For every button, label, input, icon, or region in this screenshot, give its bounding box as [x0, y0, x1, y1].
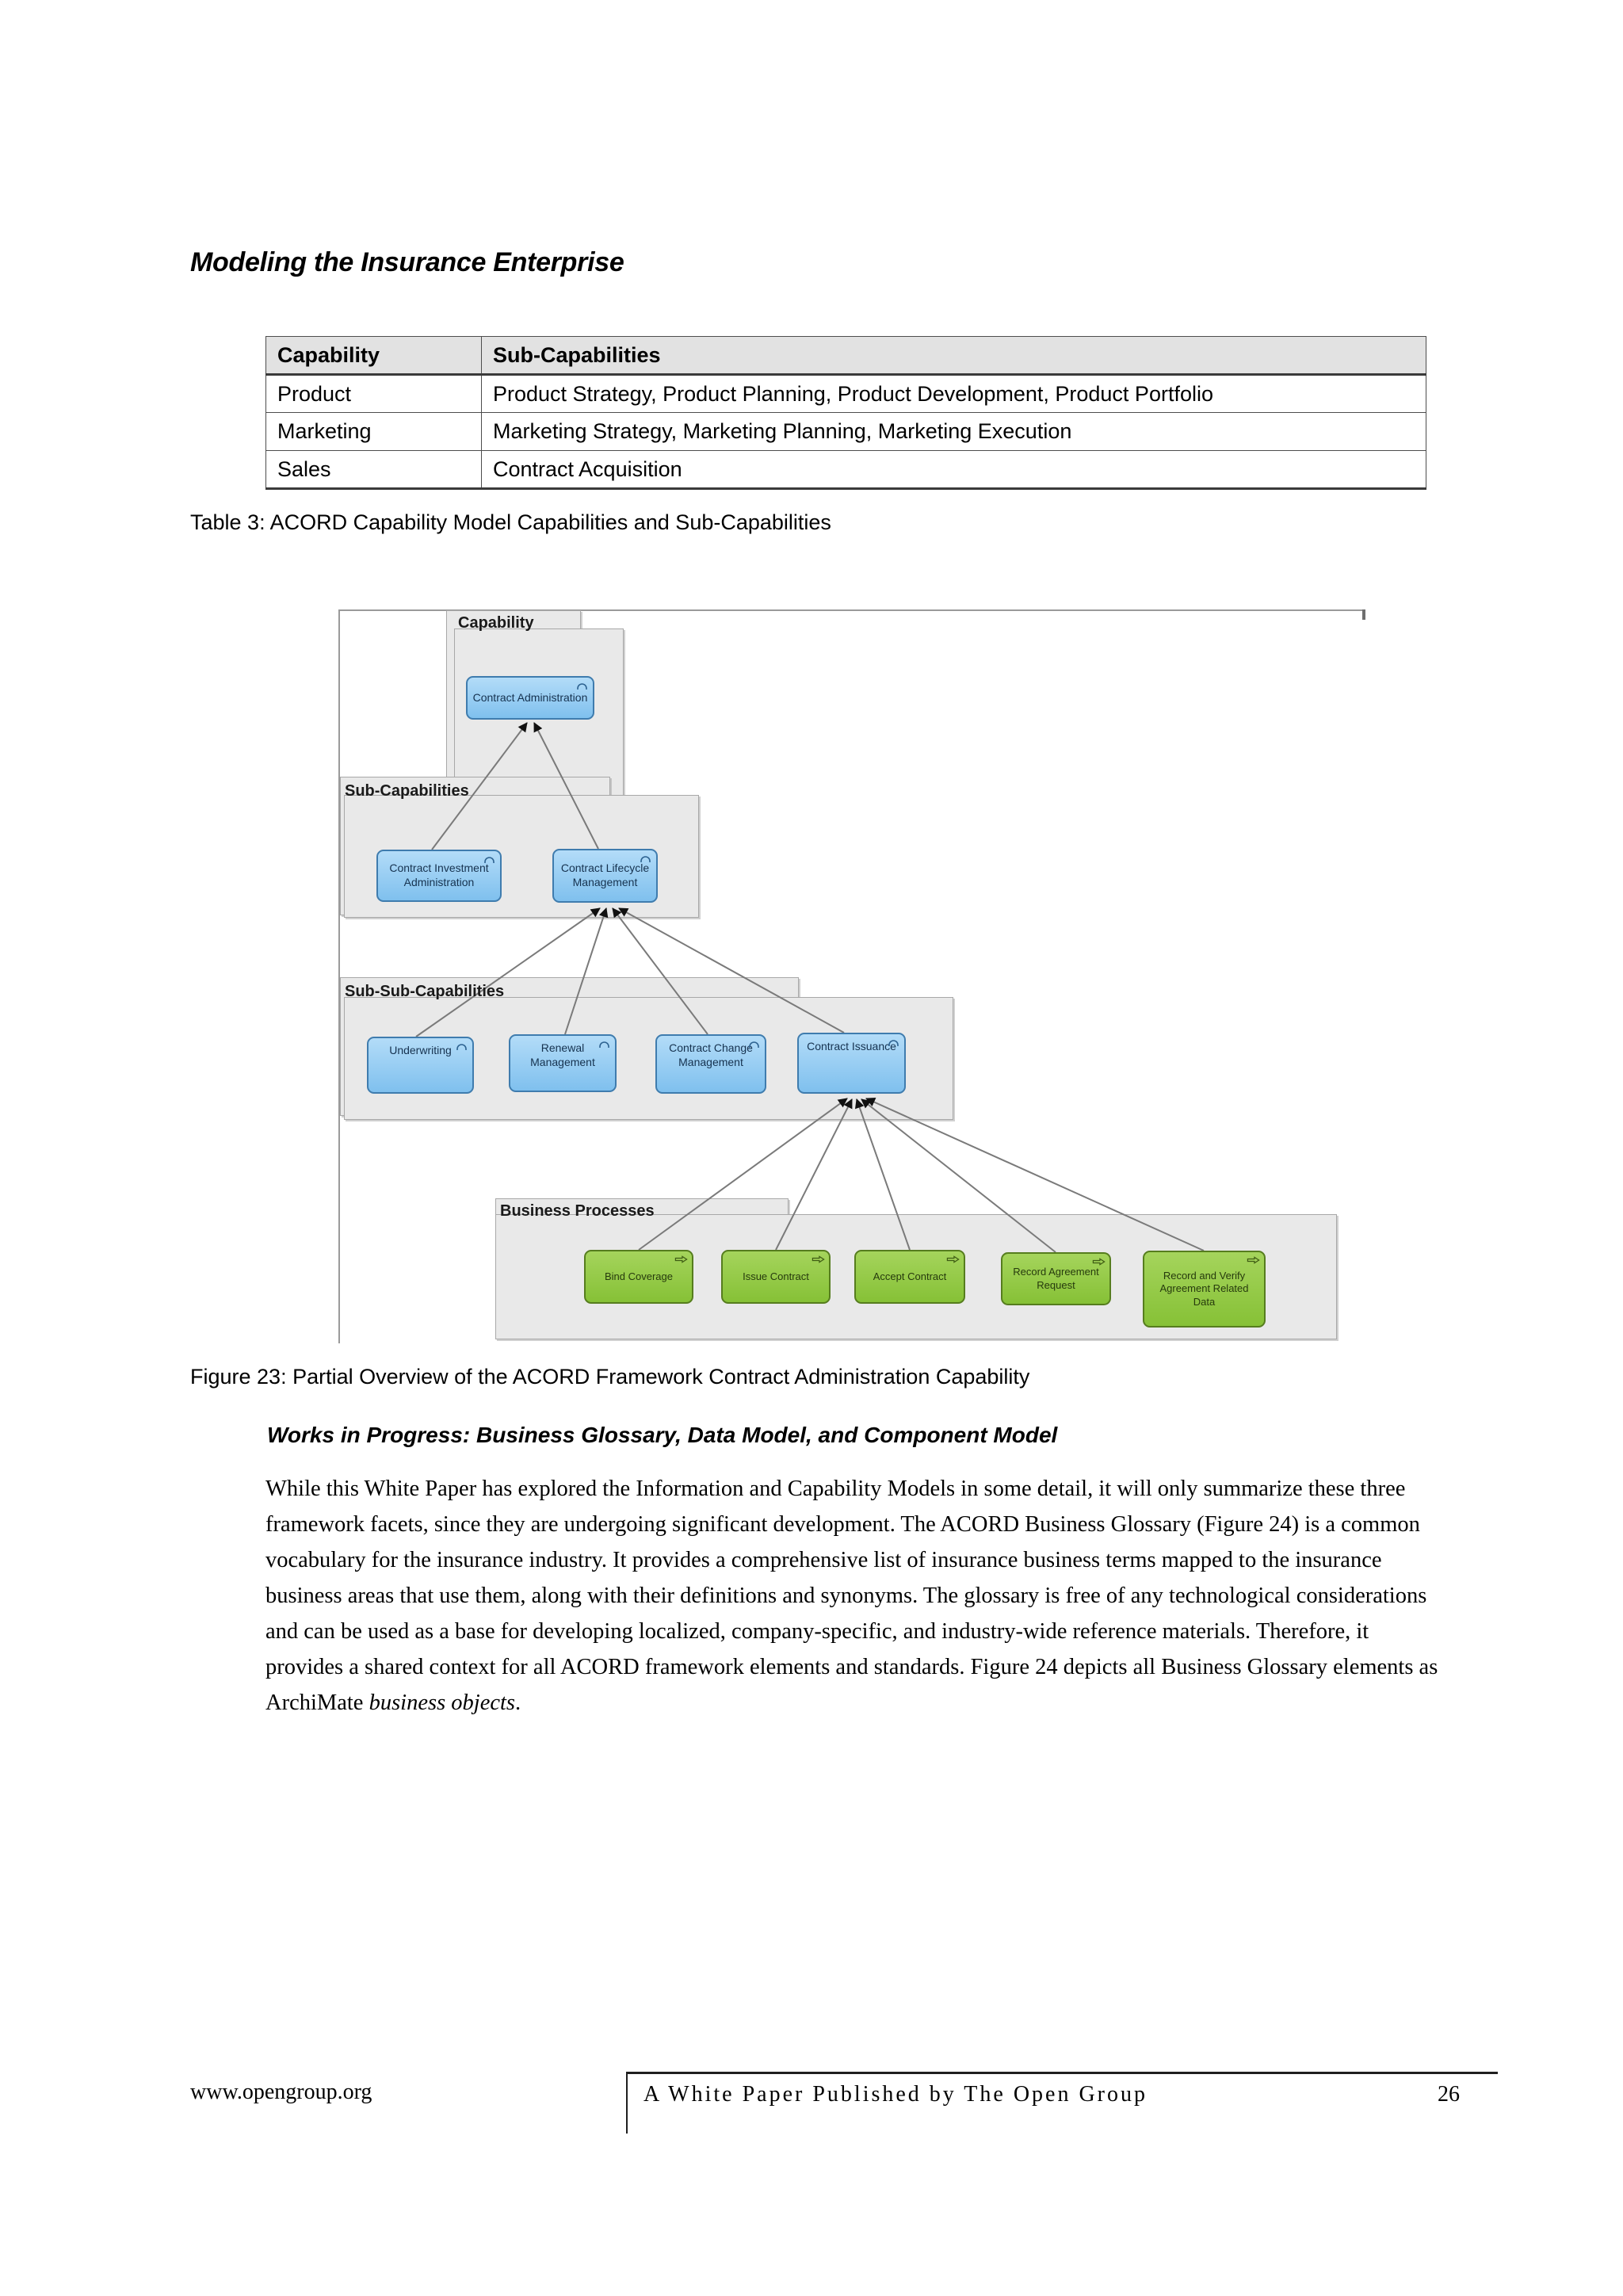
table-row: Sales Contract Acquisition	[265, 450, 1426, 490]
table-cell: Product	[265, 374, 482, 413]
table-cell: Marketing Strategy, Marketing Planning, …	[481, 412, 1426, 451]
diagram-node-accept-contract: Accept Contract	[854, 1250, 965, 1304]
business-process-icon	[812, 1255, 825, 1264]
business-process-icon	[946, 1255, 960, 1264]
table-cell: Product Strategy, Product Planning, Prod…	[481, 374, 1426, 413]
sub-sub-capabilities-group-label: Sub-Sub-Capabilities	[345, 983, 505, 1000]
table-row: Marketing Marketing Strategy, Marketing …	[265, 412, 1426, 451]
node-label: Contract Investment Administration	[389, 861, 489, 888]
table-row: Product Product Strategy, Product Planni…	[265, 374, 1426, 413]
diagram-node-contract-issuance: Contract Issuance	[797, 1033, 906, 1094]
node-label: Record and Verify Agreement Related Data	[1159, 1269, 1249, 1308]
diagram-node-record-and-verify-agreement-related-data: Record and Verify Agreement Related Data	[1143, 1251, 1266, 1328]
body-text-italic: business objects	[369, 1690, 516, 1715]
table-cell: Contract Acquisition	[481, 450, 1426, 490]
section-heading: Works in Progress: Business Glossary, Da…	[267, 1423, 1058, 1447]
sub-capabilities-group-label: Sub-Capabilities	[345, 782, 469, 800]
footer-publisher-text: A White Paper Published by The Open Grou…	[643, 2082, 1148, 2107]
node-label: Issue Contract	[743, 1270, 809, 1282]
table-header-sub-capabilities: Sub-Capabilities	[481, 336, 1426, 376]
connector-lines	[415, 722, 1205, 1253]
table-header-row: Capability Sub-Capabilities	[265, 336, 1426, 376]
capability-icon	[639, 854, 652, 863]
figure-caption: Figure 23: Partial Overview of the ACORD…	[190, 1365, 1030, 1389]
diagram-node-bind-coverage: Bind Coverage	[584, 1250, 693, 1304]
acord-capability-diagram: Capability Sub-Capabilities Sub-Sub-Capa…	[337, 606, 1367, 1347]
diagram-outer-left-edge	[338, 609, 340, 1343]
body-paragraph: While this White Paper has explored the …	[265, 1471, 1444, 1721]
diagram-node-record-agreement-request: Record Agreement Request	[1001, 1252, 1111, 1305]
footer-publisher-box: A White Paper Published by The Open Grou…	[626, 2072, 1498, 2134]
table-caption: Table 3: ACORD Capability Model Capabili…	[190, 510, 831, 534]
node-label: Accept Contract	[873, 1270, 947, 1282]
diagram-node-underwriting: Underwriting	[367, 1037, 474, 1094]
business-process-icon	[1247, 1255, 1260, 1265]
diagram-node-contract-administration: Contract Administration	[466, 676, 594, 720]
capability-group-label: Capability	[458, 614, 534, 632]
capability-icon	[483, 854, 496, 864]
diagram-node-renewal-management: Renewal Management	[509, 1034, 617, 1092]
node-label: Record Agreement Request	[1013, 1265, 1099, 1291]
diagram-node-issue-contract: Issue Contract	[721, 1250, 831, 1304]
diagram-node-contract-investment-administration: Contract Investment Administration	[376, 850, 502, 902]
body-text-end: .	[515, 1690, 521, 1715]
page-number: 26	[1438, 2082, 1460, 2107]
body-text: While this White Paper has explored the …	[265, 1477, 1438, 1715]
node-label: Contract Issuance	[807, 1040, 896, 1052]
footer-website-link[interactable]: www.opengroup.org	[190, 2080, 372, 2104]
capability-icon	[598, 1039, 611, 1049]
diagram-outer-top-edge	[338, 609, 1365, 611]
page-title: Modeling the Insurance Enterprise	[190, 247, 624, 277]
capability-icon	[575, 681, 589, 690]
diagram-node-contract-change-management: Contract Change Management	[655, 1034, 766, 1094]
business-process-icon	[1092, 1257, 1106, 1266]
node-label: Underwriting	[389, 1044, 452, 1056]
diagram-outer-right-tick	[1362, 609, 1365, 620]
node-label: Contract Administration	[472, 690, 588, 704]
capability-table: Capability Sub-Capabilities Product Prod…	[265, 336, 1426, 490]
capability-icon	[455, 1041, 468, 1051]
table-header-capability: Capability	[265, 336, 482, 376]
capability-icon	[747, 1039, 761, 1049]
node-label: Contract Lifecycle Management	[560, 861, 650, 888]
node-label: Renewal Management	[530, 1041, 595, 1068]
node-label: Contract Change Management	[669, 1041, 753, 1068]
capability-icon	[887, 1037, 900, 1047]
table-cell: Sales	[265, 450, 482, 490]
diagram-node-contract-lifecycle-management: Contract Lifecycle Management	[552, 849, 658, 903]
table-cell: Marketing	[265, 412, 482, 451]
node-label: Bind Coverage	[605, 1270, 673, 1282]
business-processes-group-label: Business Processes	[500, 1202, 655, 1220]
business-process-icon	[674, 1255, 688, 1264]
